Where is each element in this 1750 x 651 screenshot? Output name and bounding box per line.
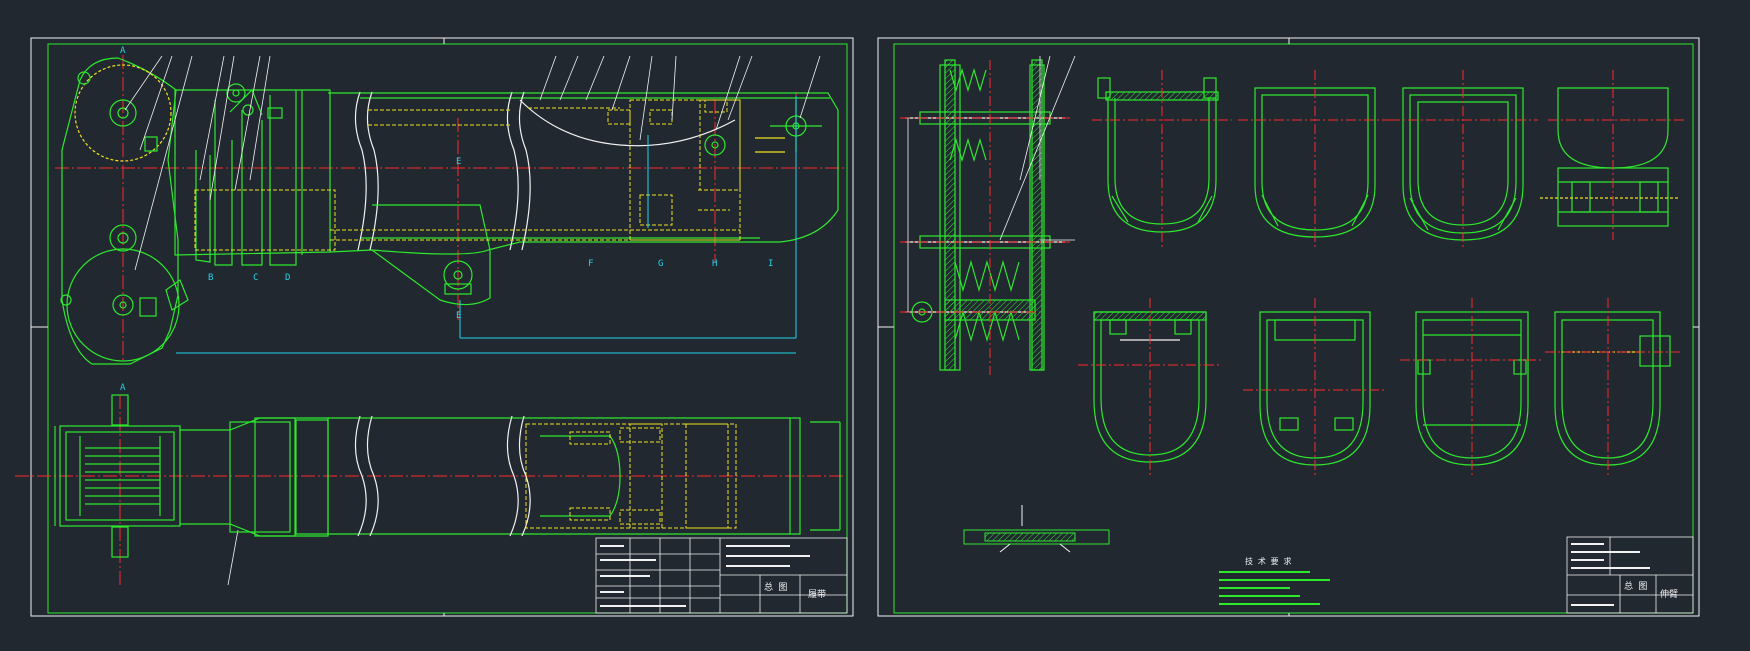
hidden-lines-front xyxy=(194,99,741,251)
section-mark-b: B xyxy=(208,273,213,283)
dimension-lines-left xyxy=(176,96,797,354)
section-mark-e-bottom: E xyxy=(456,311,461,321)
pulley-centerlines xyxy=(900,60,1070,375)
section-mark-i: I xyxy=(768,259,773,269)
title-block-right-drawing: 伸臂 xyxy=(1660,588,1678,600)
detail-plate-view xyxy=(963,505,1110,553)
section-mark-e-top: E xyxy=(456,157,461,167)
section-mark-f: F xyxy=(588,259,593,269)
section-mark-h: H xyxy=(712,259,717,269)
sheet-left: A A B C D E E F G H I xyxy=(15,37,854,617)
section-mark-g: G xyxy=(658,259,663,269)
notes-title: 技 术 要 求 xyxy=(1245,556,1291,566)
title-block-right xyxy=(1566,536,1694,614)
section-mark-a-bottom: A xyxy=(120,383,126,393)
title-block-left-drawing: 履带 xyxy=(808,589,826,600)
section-mark-a-top: A xyxy=(120,46,126,56)
section-mark-c: C xyxy=(253,273,258,283)
pulley-block-view xyxy=(905,59,1065,371)
hidden-lines-top xyxy=(525,423,737,529)
sheet-left-inner-frame xyxy=(47,43,848,614)
sheet-right-inner-frame xyxy=(893,43,1694,614)
sheet-right-outer-border xyxy=(877,37,1700,617)
title-block-right-name: 总 图 xyxy=(1624,580,1647,592)
notes-lines xyxy=(1219,571,1330,605)
boom-top-view xyxy=(54,394,841,558)
title-block-left xyxy=(595,537,848,614)
cross-sections-row-2 xyxy=(1093,311,1671,466)
leader-lines-left xyxy=(124,55,821,586)
boom-front-view xyxy=(60,57,839,365)
section-marks-left: A A B C D E E F G H I xyxy=(120,46,773,393)
section-mark-d: D xyxy=(285,273,290,283)
section-centerlines-right xyxy=(1078,70,1685,476)
title-block-left-name: 总 图 xyxy=(764,581,787,593)
pulley-dimensions xyxy=(907,55,1076,312)
cross-sections-row-1 xyxy=(1097,77,1680,241)
sheet-right: 技 术 要 求 总 图 伸臂 xyxy=(877,37,1700,617)
center-lines-left xyxy=(15,55,845,585)
